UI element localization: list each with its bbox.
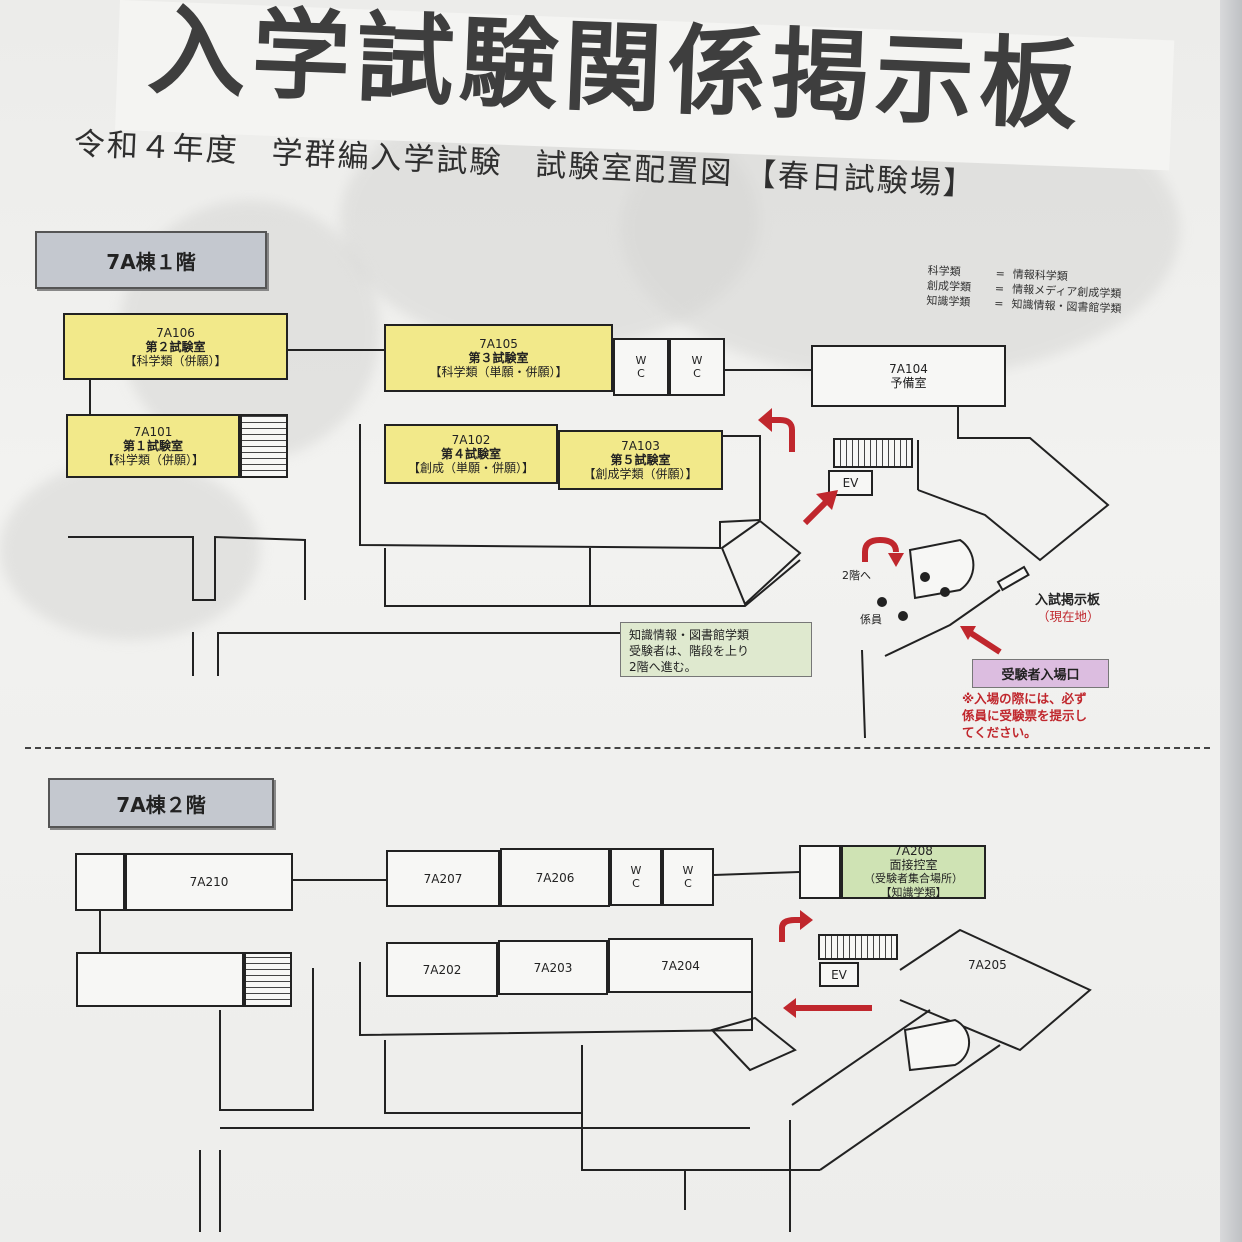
room-7a207: 7A207 xyxy=(386,850,500,907)
floor1-label: 7A棟１階 xyxy=(35,231,267,289)
room-7a210: 7A210 xyxy=(125,853,293,911)
stairs xyxy=(240,414,288,478)
room-7a204: 7A204 xyxy=(608,938,753,993)
stairs xyxy=(818,934,898,960)
room-unlabeled xyxy=(76,952,244,1007)
current-location-label: （現在地） xyxy=(1037,609,1100,624)
stairs xyxy=(244,952,292,1007)
floor2-label: 7A棟２階 xyxy=(48,778,274,828)
upstairs-label: 2階へ xyxy=(842,569,871,582)
exam-board-label: 入試掲示板 xyxy=(1035,593,1101,608)
room-unlabeled xyxy=(75,853,125,911)
room-unlabeled xyxy=(799,845,841,899)
room-7a206: 7A206 xyxy=(500,848,610,907)
examinee-entrance-label: 受験者入場口 xyxy=(972,659,1109,688)
elevator: EV xyxy=(819,962,859,987)
staff-label: 係員 xyxy=(860,613,882,626)
tree-shadow xyxy=(0,460,260,640)
stairs xyxy=(833,438,913,468)
entrance-warning: ※入場の際には、必ず係員に受験票を提示してください。 xyxy=(962,691,1088,740)
floor-divider xyxy=(25,747,1210,749)
room-7a202: 7A202 xyxy=(386,942,498,997)
room-7a203: 7A203 xyxy=(498,940,608,995)
board-frame xyxy=(1220,0,1242,1242)
room-7a205: 7A205 xyxy=(968,958,1007,972)
